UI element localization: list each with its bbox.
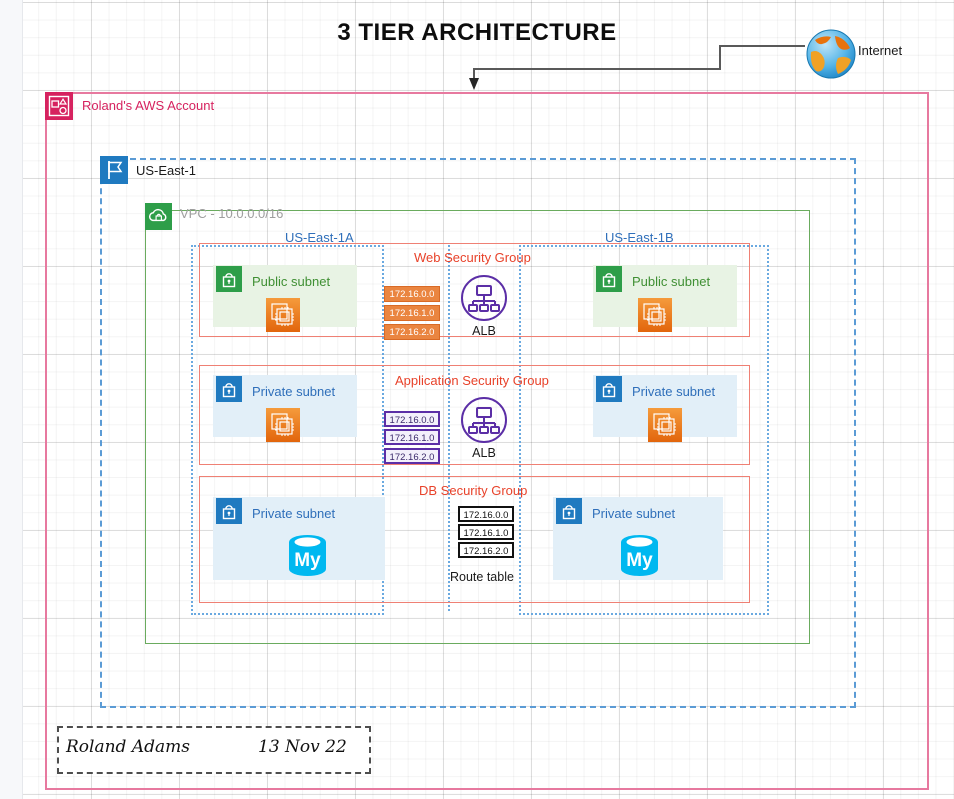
lock-icon — [216, 266, 242, 292]
web-security-group-title: Web Security Group — [414, 250, 531, 265]
alb-web[interactable]: ALB — [460, 274, 512, 342]
ec2-instance-icon — [638, 298, 672, 332]
lock-icon — [596, 376, 622, 402]
mysql-database-icon: My — [621, 535, 658, 576]
alb-application[interactable]: ALB — [460, 396, 512, 464]
az-divider-right — [519, 245, 521, 611]
signature-box — [57, 726, 371, 774]
route-entry: 172.16.2.0 — [384, 448, 440, 464]
vpc-boundary — [145, 210, 810, 644]
lock-icon — [596, 266, 622, 292]
canvas-left-gutter — [0, 0, 23, 799]
private-subnet-db-a-label: Private subnet — [252, 506, 336, 521]
route-table-label: Route table — [450, 570, 514, 584]
route-entry: 172.16.1.0 — [384, 305, 440, 321]
ec2-instance-icon — [266, 298, 300, 332]
lock-icon — [216, 376, 242, 402]
alb-icon — [461, 275, 507, 321]
private-subnet-db-b-label: Private subnet — [592, 506, 676, 521]
public-subnet-b-label: Public subnet — [632, 274, 711, 289]
az-divider-left — [448, 245, 450, 611]
vpc-label: VPC - 10.0.0.0/16 — [180, 206, 284, 221]
region-label: US-East-1 — [136, 163, 196, 178]
availability-zone-a-label: US-East-1A — [285, 230, 354, 245]
private-subnet-app-a-label: Private subnet — [252, 384, 336, 399]
signature-name: Roland Adams — [66, 737, 190, 757]
alb-web-label: ALB — [472, 324, 496, 338]
db-security-group-title: DB Security Group — [419, 483, 528, 498]
page-title: 3 TIER ARCHITECTURE — [337, 19, 617, 46]
ec2-instance-icon — [266, 408, 300, 442]
alb-icon — [461, 397, 507, 443]
ec2-instance-icon — [648, 408, 682, 442]
signature-date: 13 Nov 22 — [258, 737, 347, 757]
region-boundary — [100, 158, 856, 708]
aws-account-icon — [45, 92, 73, 120]
mysql-database-icon: My — [289, 535, 326, 576]
availability-zone-b-label: US-East-1B — [605, 230, 674, 245]
availability-zone-a-boundary — [191, 245, 384, 615]
svg-text:My: My — [626, 550, 653, 571]
alb-application-label: ALB — [472, 446, 496, 460]
region-flag-icon — [100, 156, 128, 184]
route-entry: 172.16.2.0 — [384, 324, 440, 340]
vpc-cloud-icon — [145, 203, 172, 230]
route-entry: 172.16.0.0 — [458, 506, 514, 522]
application-security-group-boundary — [199, 365, 750, 465]
route-entry: 172.16.0.0 — [384, 286, 440, 302]
globe-icon — [806, 29, 856, 79]
route-entry: 172.16.1.0 — [384, 429, 440, 445]
public-subnet-a-label: Public subnet — [252, 274, 331, 289]
private-subnet-app-b-label: Private subnet — [632, 384, 716, 399]
route-entry: 172.16.2.0 — [458, 542, 514, 558]
svg-text:My: My — [294, 550, 321, 571]
aws-account-boundary — [45, 92, 929, 790]
db-security-group-boundary — [199, 476, 750, 603]
route-entry: 172.16.1.0 — [458, 524, 514, 540]
route-entry: 172.16.0.0 — [384, 411, 440, 427]
internet-connector-arrow — [469, 45, 805, 90]
internet-label: Internet — [858, 43, 903, 58]
lock-icon — [216, 498, 242, 524]
application-security-group-title: Application Security Group — [395, 373, 549, 388]
lock-icon — [556, 498, 582, 524]
aws-account-label: Roland's AWS Account — [82, 98, 215, 113]
web-security-group-boundary — [199, 243, 750, 337]
